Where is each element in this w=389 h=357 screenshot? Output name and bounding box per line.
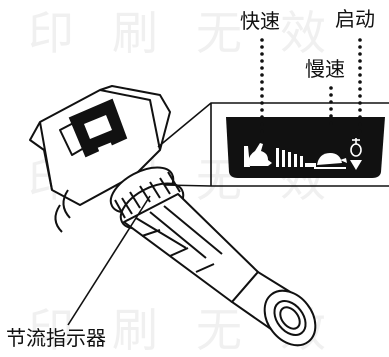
- label-fast: 快速: [240, 9, 280, 33]
- throttle-indicator-leader: [67, 195, 151, 326]
- down-arrow-icon: [350, 160, 362, 170]
- speed-bars: [276, 148, 316, 167]
- label-slow: 慢速: [305, 57, 345, 81]
- turtle-icon: [314, 153, 347, 169]
- watermark-row-1: 印刷无效: [28, 6, 364, 60]
- handlebar-display: [68, 98, 128, 158]
- indicator-panel: [226, 117, 385, 178]
- label-throttle-indicator: 节流指示器: [6, 326, 106, 350]
- rabbit-icon: [244, 143, 272, 167]
- label-start: 启动: [335, 7, 375, 31]
- label-leaders: [260, 38, 362, 133]
- grip-end-cap: [230, 270, 317, 347]
- choke-icon: [350, 138, 362, 157]
